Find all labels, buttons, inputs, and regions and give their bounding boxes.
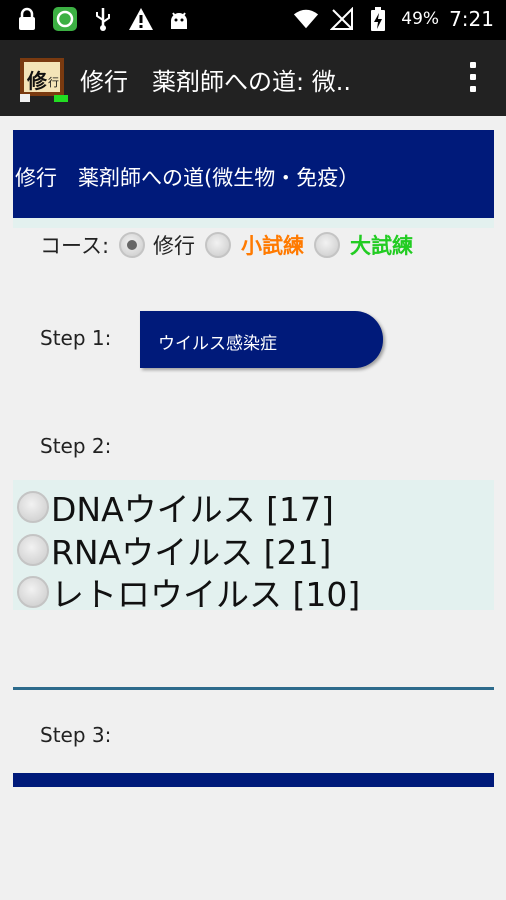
list-item[interactable]: レトロウイルス [10] <box>17 568 360 616</box>
course-radio-small-trial[interactable] <box>205 232 232 258</box>
course-radio-big-trial[interactable] <box>314 232 341 258</box>
warning-icon <box>128 6 154 32</box>
section-divider <box>13 687 494 690</box>
course-label: コース: <box>40 234 110 258</box>
no-signal-icon <box>329 6 355 32</box>
list-item-label[interactable]: レトロウイルス [10] <box>51 575 361 614</box>
step3-label: Step 3: <box>40 723 112 747</box>
clock: 7:21 <box>449 7 494 31</box>
step1-label: Step 1: <box>40 326 112 350</box>
app-notification-icon <box>52 6 78 32</box>
list-item[interactable]: RNAウイルス [21] <box>17 526 331 574</box>
header-title: 修行 薬剤師への道(微生物・免疫） <box>15 166 360 190</box>
action-bar: 修 行 修行 薬剤師への道: 微.. <box>0 40 506 116</box>
course-radio-shugyo[interactable] <box>119 232 146 258</box>
lock-icon <box>14 6 40 32</box>
step1-category-button[interactable]: ウイルス感染症 <box>140 311 383 368</box>
app-logo-icon: 修 行 <box>18 54 70 104</box>
course-option-shugyo[interactable]: 修行 <box>153 234 196 258</box>
course-option-big-trial[interactable]: 大試練 <box>350 234 414 258</box>
header-band <box>13 218 494 228</box>
step2-list: DNAウイルス [17] RNAウイルス [21] レトロウイルス [10] <box>13 480 494 614</box>
app-logo-text: 修 <box>27 69 47 93</box>
list-item-label[interactable]: RNAウイルス [21] <box>51 533 332 572</box>
list-item[interactable]: DNAウイルス [17] <box>17 483 334 531</box>
overflow-menu-icon[interactable] <box>468 62 478 96</box>
step3-bar <box>13 773 494 787</box>
status-bar: 49% 7:21 <box>0 0 506 40</box>
battery-percent: 49% <box>401 9 440 29</box>
step2-label: Step 2: <box>40 434 112 458</box>
list-item-label[interactable]: DNAウイルス [17] <box>51 490 334 529</box>
battery-charging-icon <box>365 6 391 32</box>
course-option-small-trial[interactable]: 小試練 <box>241 234 305 258</box>
list-item-radio[interactable] <box>17 534 49 566</box>
app-logo-subtext: 行 <box>48 76 59 89</box>
usb-icon <box>90 6 116 32</box>
list-item-radio[interactable] <box>17 576 49 608</box>
app-title: 修行 薬剤師への道: 微.. <box>80 68 351 96</box>
android-debug-icon <box>166 6 192 32</box>
header-banner: 修行 薬剤師への道(微生物・免疫） <box>13 130 494 218</box>
course-selector: コース: 修行 小試練 大試練 <box>40 228 413 262</box>
wifi-icon <box>293 6 319 32</box>
list-item-radio[interactable] <box>17 491 49 523</box>
step1-button-label: ウイルス感染症 <box>158 334 277 354</box>
